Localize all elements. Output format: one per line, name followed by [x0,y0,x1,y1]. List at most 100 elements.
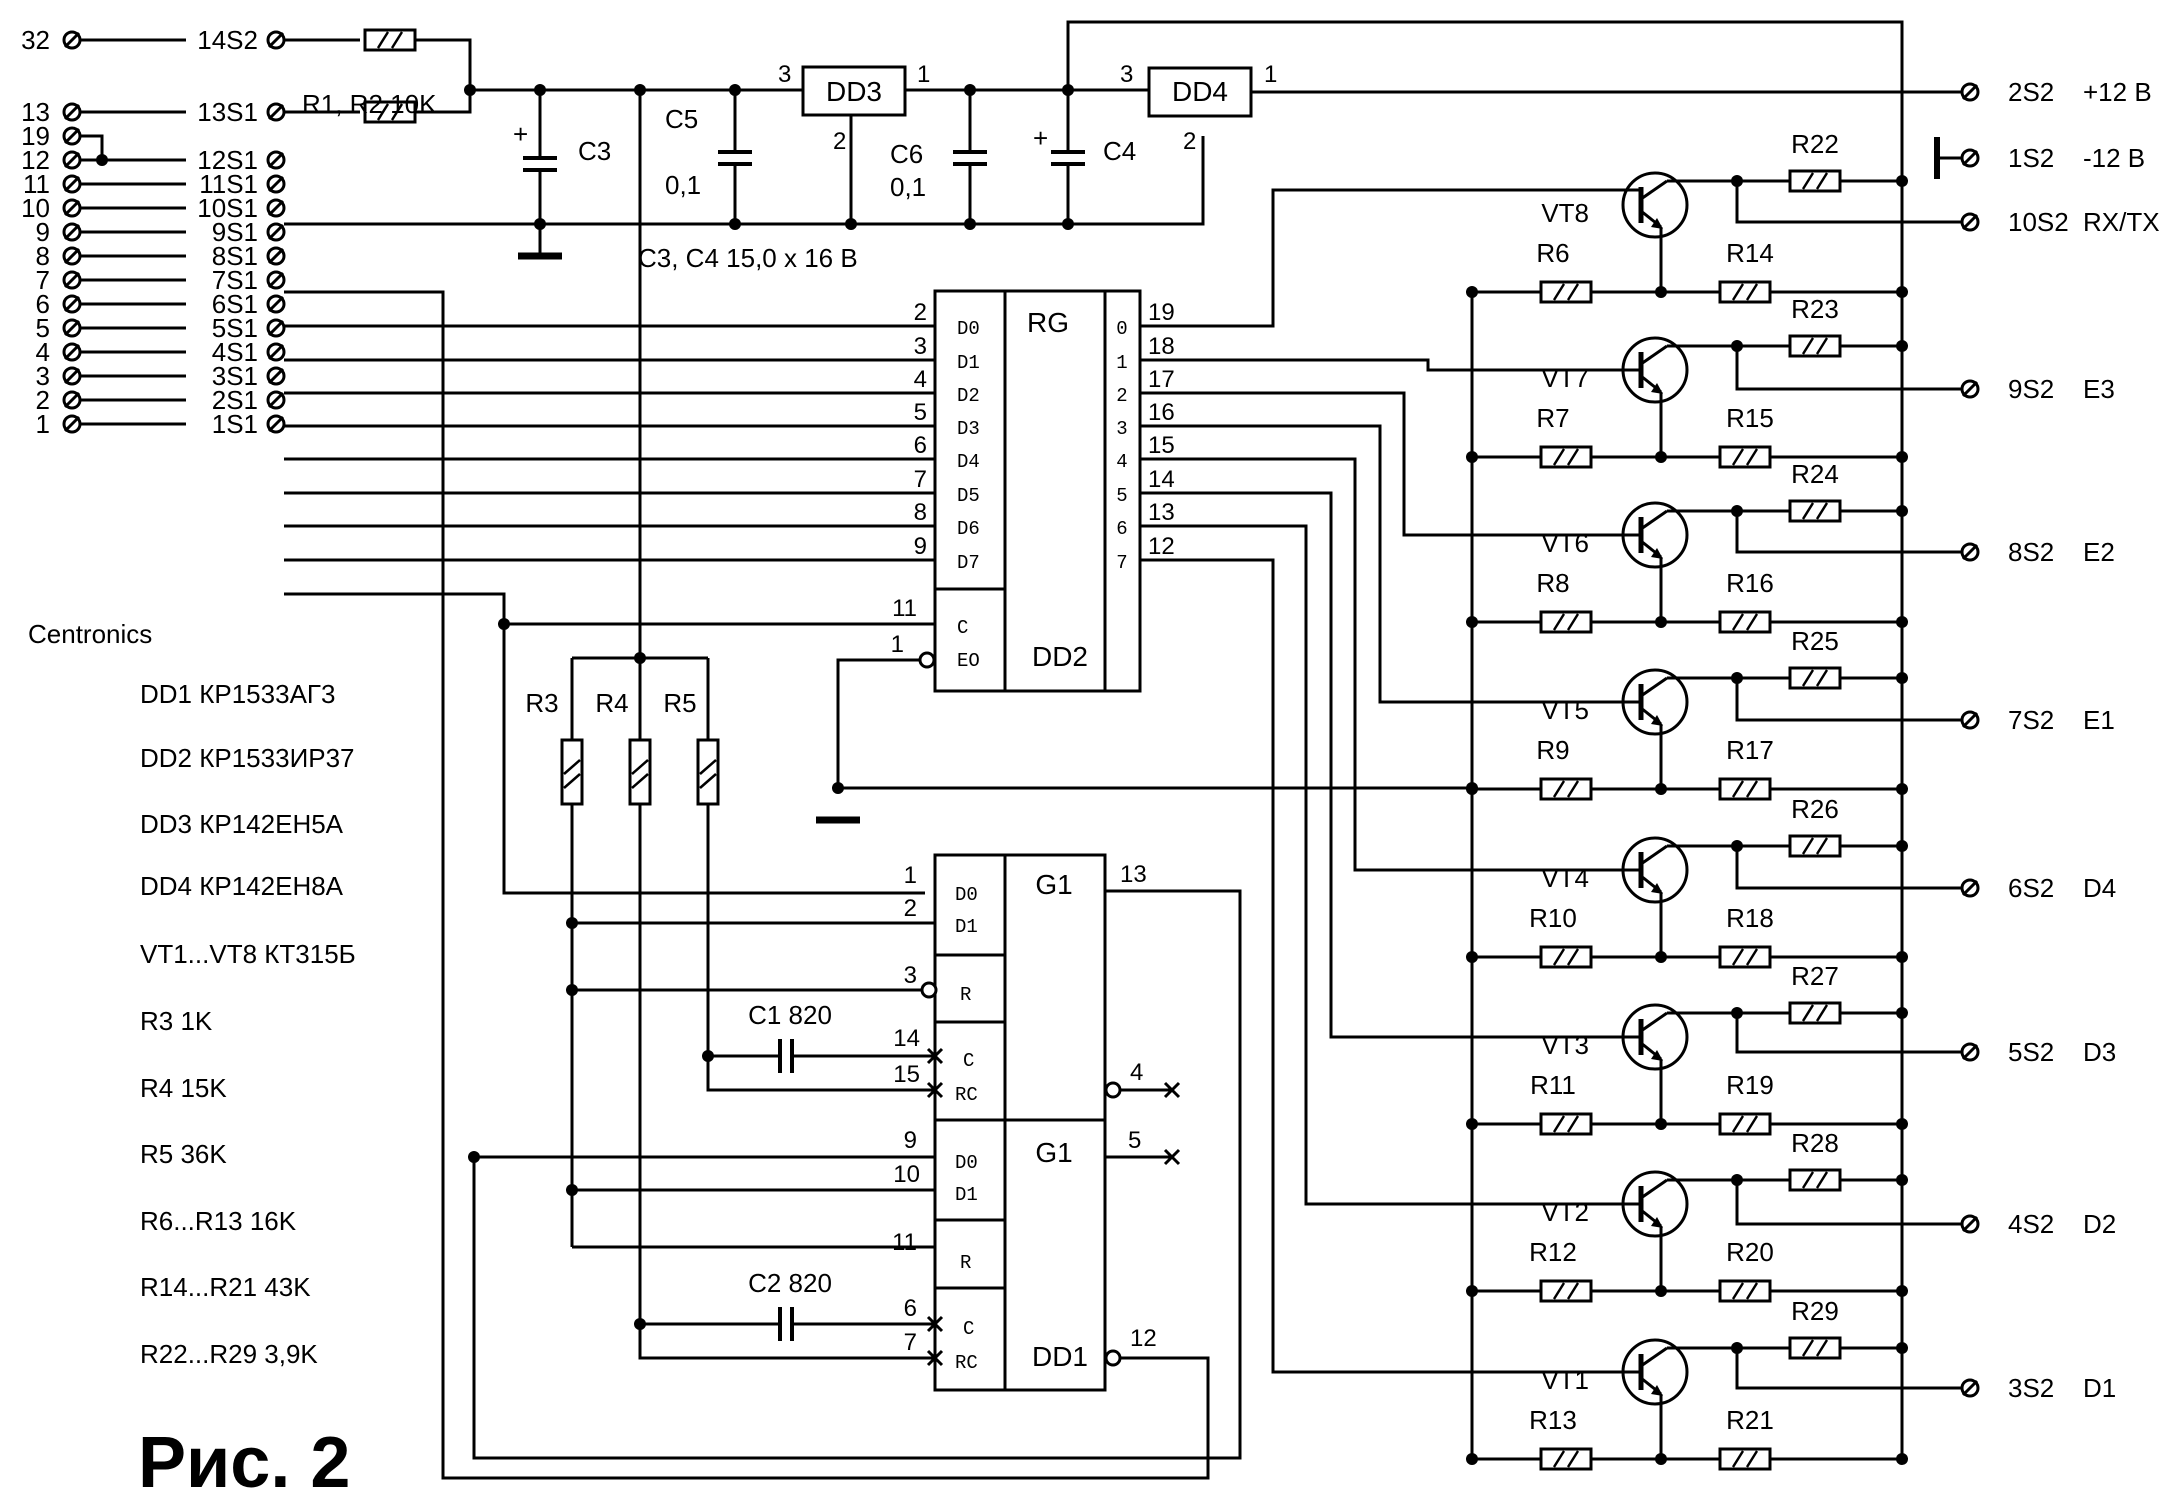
wire [1140,457,1641,872]
resistor-collector [1788,499,1842,523]
socket-pin-label: 5S1 [212,313,258,343]
register-dd2-body [1003,289,1107,693]
dd2-input-pin-number: 4 [914,366,927,393]
dd1-top-r-label: R [960,984,971,1006]
socket-pin-label: 13S1 [197,97,258,127]
resistor-base-label: R9 [1536,735,1569,765]
resistor-hatch [1552,1450,1566,1468]
resistor-hatch [390,103,404,121]
capacitor-c3-c4-note: C3, C4 15,0 x 16 В [638,243,858,273]
resistor-hatch [1731,1450,1745,1468]
terminal-slash [267,199,285,217]
wire [472,889,1242,1460]
socket-pin-label: 4S1 [212,337,258,367]
capacitor-c3-label: C3 [578,136,611,166]
wire [1640,1178,1668,1200]
terminal-slash [63,31,81,49]
resistor-hatch [1731,1115,1745,1133]
dd2-input-pin-number: 9 [914,533,927,560]
parts-list-item: DD4 КР142ЕН8А [140,871,344,901]
dd1-upper-function: G1 [1035,869,1072,900]
wire [1735,1013,1962,1054]
dd1-pin: 6 [904,1295,917,1322]
terminal-slash [1961,380,1979,398]
resistor-collector-label: R28 [1791,1128,1839,1158]
junction-dot [1896,951,1908,963]
resistor-hatch [1566,1282,1580,1300]
wire [1735,1348,1962,1390]
dd1-pin: 3 [904,962,917,989]
dd1-pin: 2 [904,895,917,922]
wire [80,134,104,160]
resistor-hatch [1801,669,1815,687]
output-signal-name: D3 [2083,1037,2116,1067]
resistor-hatch [1731,448,1745,466]
wire [1735,1180,1962,1226]
dd3-pin-3: 3 [778,61,791,88]
resistor-hatch [1815,172,1829,190]
resistor-base-emitter [1718,945,1772,969]
no-connect-mark [926,1349,944,1367]
wire [1640,844,1668,866]
emitter-arrow [1651,1050,1663,1061]
dd3-pin-2: 2 [833,128,846,155]
output-pin-name: 8S2 [2008,537,2054,567]
dd2-input-label: D4 [957,451,980,473]
junction-dot [1896,340,1908,352]
dd2-input-pin-number: 3 [914,333,927,360]
inversion-bubble [920,981,938,999]
dd2-clock-label: C [957,617,968,639]
resistor-base-label: R7 [1536,403,1569,433]
register-dd2-input-section [933,289,1007,693]
parts-list-item: VT1...VT8 КТ315Б [140,939,356,969]
parts-list-item: R6...R13 16K [140,1206,297,1236]
transistor-label: VT4 [1541,863,1589,893]
output-pin-name: 5S2 [2008,1037,2054,1067]
dd2-input-pin-number: 6 [914,432,927,459]
dd2-output-pin-number: 15 [1148,432,1175,459]
dd2-output-label: 5 [1116,485,1127,507]
terminal-slash [63,319,81,337]
junction-dot [1896,840,1908,852]
resistor-collector-label: R25 [1791,626,1839,656]
junction-dot [1466,616,1478,628]
socket-pin-label: 10S1 [197,193,258,223]
dd2-output-label: 0 [1116,318,1127,340]
resistor-base [1539,777,1593,801]
resistor-hatch [631,759,649,775]
wire [1735,678,1962,722]
junction-dot [1896,286,1908,298]
dd2-input-label: D6 [957,518,980,540]
resistor-hatch [1815,669,1829,687]
resistor-base-emitter-label: R16 [1726,568,1774,598]
resistor-hatch [631,773,649,789]
multivibrator-dd1-label: DD1 [1032,1341,1088,1372]
junction-dot [1896,616,1908,628]
terminal-slash [63,175,81,193]
resistor-hatch [1745,948,1759,966]
terminal-slash [63,391,81,409]
terminal-slash [1961,83,1979,101]
resistor-base [1539,1112,1593,1136]
resistor-collector-label: R27 [1791,961,1839,991]
terminal-slash [63,343,81,361]
terminal-slash [63,151,81,169]
dd2-output-label: 2 [1116,385,1127,407]
junction-dot [845,218,857,230]
wire [638,1344,935,1360]
dd1-pin: 14 [893,1025,920,1052]
output-signal-name: +12 В [2083,77,2152,107]
dd2-input-pin-number: 2 [914,299,927,326]
resistor-collector [1788,666,1842,690]
parts-list-item: R22...R29 3,9K [140,1339,318,1369]
dd1-pin: 15 [893,1061,920,1088]
socket-pin-label: 8S1 [212,241,258,271]
resistor-base-emitter-label: R14 [1726,238,1774,268]
dd2-input-label: D3 [957,418,980,440]
terminal-slash [267,343,285,361]
resistor-base-emitter [1718,1447,1772,1471]
transistor-label: VT7 [1541,363,1589,393]
dd2-input-label: D7 [957,552,980,574]
resistor-hatch [1552,283,1566,301]
dd1-bottom-r-label: R [960,1252,971,1274]
